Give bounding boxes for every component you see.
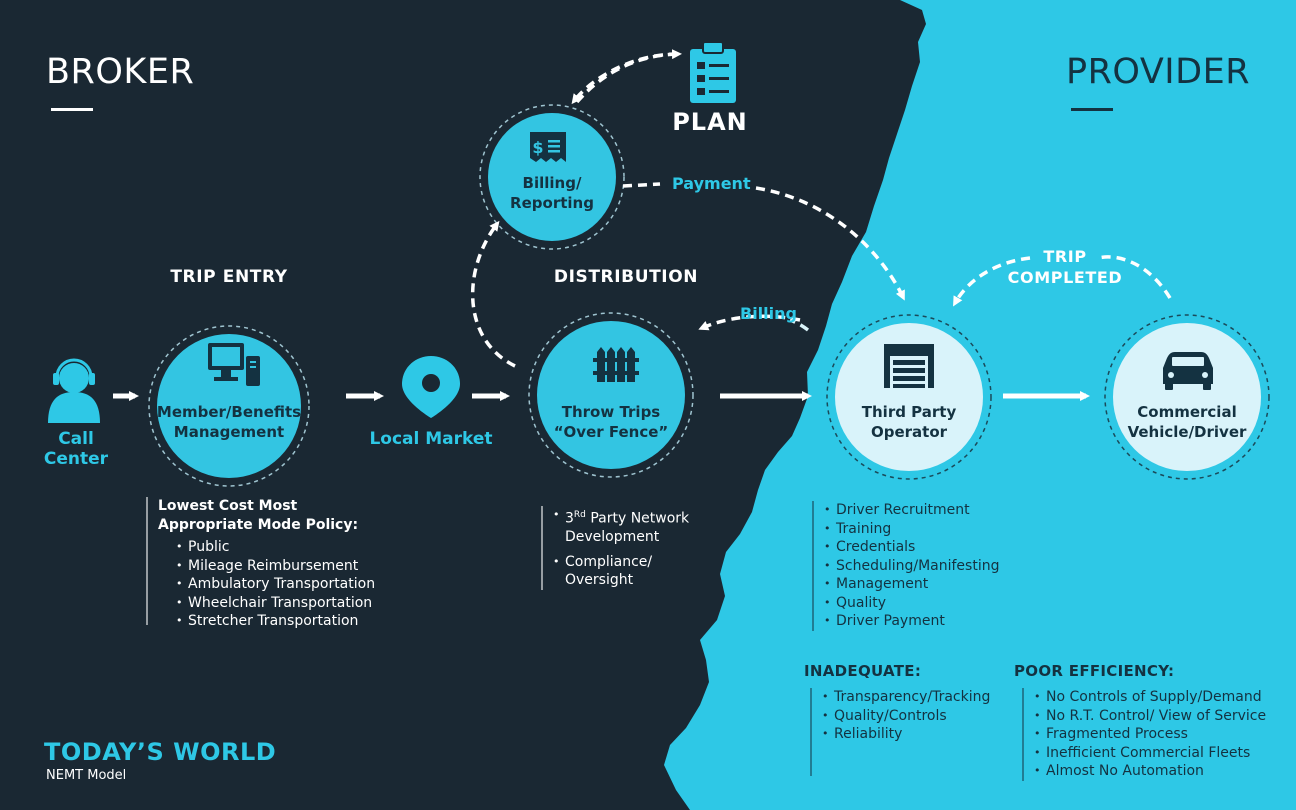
throw-trips-circle: [528, 312, 694, 478]
broker-title: BROKER: [46, 52, 195, 92]
local-market-label: Local Market: [369, 429, 493, 449]
provider-list-block: Driver Recruitment Training Credentials …: [812, 501, 999, 631]
svg-text:$: $: [532, 138, 543, 157]
dashed-arrows: [470, 49, 1172, 368]
distribution-heading: DISTRIBUTION: [553, 267, 699, 287]
inadequate-heading: INADEQUATE:: [804, 662, 922, 680]
distribution-list: 3Rd Party Network Development Compliance…: [553, 506, 689, 590]
distribution-list-block: 3Rd Party Network Development Compliance…: [541, 506, 689, 590]
trip-completed-label: TRIP COMPLETED: [1000, 246, 1130, 288]
inadequate-list: Transparency/Tracking Quality/Controls R…: [822, 688, 990, 744]
list-item: Ambulatory Transportation: [176, 575, 375, 594]
list-item: Fragmented Process: [1034, 725, 1266, 744]
third-party-circle: [826, 314, 992, 480]
throw-trips-line1: Throw Trips: [561, 403, 661, 421]
list-item: Compliance/ Oversight: [553, 553, 689, 590]
throw-trips-label: Throw Trips “Over Fence”: [541, 402, 681, 442]
list-item: Inefficient Commercial Fleets: [1034, 744, 1266, 763]
headset-person-icon: [48, 358, 100, 423]
item2-line2: Oversight: [565, 572, 634, 589]
list-item: Transparency/Tracking: [822, 688, 990, 707]
list-item: Reliability: [822, 725, 990, 744]
item1-sup: Rd: [573, 510, 586, 520]
member-benefits-circle: [148, 325, 310, 487]
billing-circle: [479, 104, 625, 250]
billing-edge-label: Billing: [740, 304, 797, 323]
car-icon: [1163, 352, 1213, 390]
list-item: Management: [824, 575, 999, 594]
list-item: Training: [824, 520, 999, 539]
list-item: Credentials: [824, 538, 999, 557]
billing-reporting-label: Billing/ Reporting: [492, 173, 612, 213]
footer-title: TODAY’S WORLD: [44, 738, 277, 766]
provider-list: Driver Recruitment Training Credentials …: [824, 501, 999, 631]
call-center-label: Call Center: [43, 429, 109, 469]
list-item: Public: [176, 538, 375, 557]
list-item: Quality/Controls: [822, 707, 990, 726]
third-party-line2: Operator: [870, 423, 948, 441]
billing-reporting-line2: Reporting: [510, 194, 594, 212]
trip-completed-line2: COMPLETED: [1007, 268, 1123, 287]
list-item: Driver Recruitment: [824, 501, 999, 520]
plan-label: PLAN: [672, 108, 748, 136]
inadequate-block: Transparency/Tracking Quality/Controls R…: [810, 688, 990, 776]
policy-title-line1: Lowest Cost Most: [158, 498, 298, 514]
list-item: Mileage Reimbursement: [176, 557, 375, 576]
list-item: Almost No Automation: [1034, 762, 1266, 781]
provider-underline: [1071, 108, 1113, 111]
item1-prefix: 3: [565, 510, 574, 527]
member-benefits-label: Member/Benefits Management: [149, 402, 309, 442]
item1-line2: Development: [565, 529, 660, 546]
list-item: Wheelchair Transportation: [176, 594, 375, 613]
provider-title: PROVIDER: [1066, 52, 1251, 92]
footer-subtitle: NEMT Model: [46, 768, 127, 783]
fence-icon: [593, 347, 639, 382]
list-item: Scheduling/Manifesting: [824, 557, 999, 576]
vehicle-line1: Commercial: [1137, 403, 1237, 421]
list-item: Driver Payment: [824, 612, 999, 631]
trip-completed-line1: TRIP: [1043, 247, 1087, 266]
policy-list: Public Mileage Reimbursement Ambulatory …: [176, 538, 375, 631]
throw-trips-line2: “Over Fence”: [553, 423, 669, 441]
third-party-line1: Third Party: [861, 403, 957, 421]
list-item: 3Rd Party Network Development: [553, 506, 689, 547]
billing-reporting-line1: Billing/: [522, 174, 582, 192]
item2-line1: Compliance/: [565, 553, 653, 570]
list-item: Quality: [824, 594, 999, 613]
list-item: No R.T. Control/ View of Service: [1034, 707, 1266, 726]
poor-efficiency-block: No Controls of Supply/Demand No R.T. Con…: [1022, 688, 1266, 781]
clipboard-checklist-icon: [690, 41, 736, 103]
policy-title-line2: Appropriate Mode Policy:: [158, 516, 359, 533]
payment-label: Payment: [672, 174, 751, 193]
list-item: No Controls of Supply/Demand: [1034, 688, 1266, 707]
mode-policy-block: Lowest Cost Most Appropriate Mode Policy…: [146, 497, 375, 630]
member-benefits-line1: Member/Benefits: [156, 403, 302, 421]
receipt-dollar-icon: $: [530, 132, 566, 162]
poor-efficiency-list: No Controls of Supply/Demand No R.T. Con…: [1034, 688, 1266, 781]
map-pin-icon: [402, 356, 460, 418]
member-benefits-line2: Management: [173, 423, 285, 441]
vehicle-line2: Vehicle/Driver: [1127, 423, 1247, 441]
garage-icon: [884, 344, 934, 388]
item1-line1: Party Network: [585, 510, 690, 527]
poor-efficiency-heading: POOR EFFICIENCY:: [1014, 662, 1175, 680]
trip-entry-heading: TRIP ENTRY: [170, 267, 288, 287]
broker-underline: [51, 108, 93, 111]
vehicle-circle: [1104, 314, 1270, 480]
vehicle-label: Commercial Vehicle/Driver: [1112, 402, 1262, 442]
third-party-label: Third Party Operator: [839, 402, 979, 442]
list-item: Stretcher Transportation: [176, 612, 375, 631]
computer-icon: [208, 343, 260, 386]
